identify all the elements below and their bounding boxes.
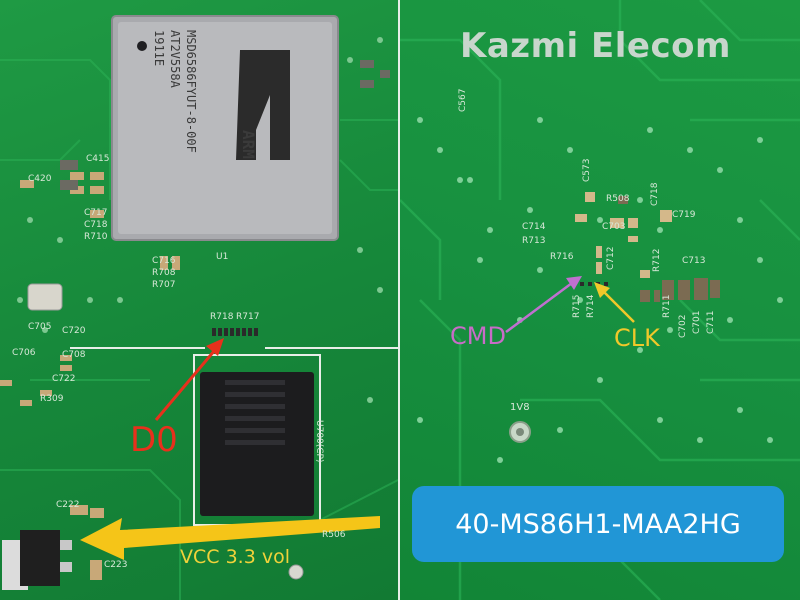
panel-divider xyxy=(398,0,400,600)
silk-r708: R708 xyxy=(152,268,176,278)
silk-c415: C415 xyxy=(86,154,110,164)
silk-c420: C420 xyxy=(28,174,52,184)
silk-c716: C716 xyxy=(152,256,176,266)
silk-c718: C718 xyxy=(84,220,108,230)
silk-r309: R309 xyxy=(40,394,64,404)
silk-c722: C722 xyxy=(52,374,76,384)
d0-label: D0 xyxy=(130,420,178,460)
silk-c717: C717 xyxy=(84,208,108,218)
silk-r711: R711 xyxy=(662,294,672,318)
silk-r717: R717 xyxy=(236,312,260,322)
right-pcb-artwork xyxy=(400,0,800,600)
silk-c701: C701 xyxy=(692,310,702,334)
silk-c222: C222 xyxy=(56,500,80,510)
silk-1v8: 1V8 xyxy=(510,402,530,413)
silk-r508: R508 xyxy=(606,194,630,204)
silk-r707: R707 xyxy=(152,280,176,290)
brand-watermark: Kazmi Elecom xyxy=(460,26,731,66)
silk-u1: U1 xyxy=(216,252,229,262)
silk-c703: C703 xyxy=(602,222,626,232)
silk-c223: C223 xyxy=(104,560,128,570)
silk-c573: C573 xyxy=(582,158,592,182)
silk-c714: C714 xyxy=(522,222,546,232)
silk-c711: C711 xyxy=(706,310,716,334)
soc-marking-line-1: MSD6586FYUT-8-00F xyxy=(184,30,198,153)
silk-r712: R712 xyxy=(652,248,662,272)
soc-brand-text: ARM xyxy=(239,130,258,159)
silk-c705: C705 xyxy=(28,322,52,332)
silk-r713: R713 xyxy=(522,236,546,246)
vcc-label: VCC 3.3 vol xyxy=(180,546,290,568)
silk-c712: C712 xyxy=(606,246,616,270)
silk-r710: R710 xyxy=(84,232,108,242)
silk-c713: C713 xyxy=(682,256,706,266)
silk-c720: C720 xyxy=(62,326,86,336)
silk-c708: C708 xyxy=(62,350,86,360)
silk-c718-right: C718 xyxy=(650,182,660,206)
clk-label: CLK xyxy=(614,324,660,352)
silk-r715: R715 xyxy=(572,294,582,318)
silk-r506: R506 xyxy=(322,530,346,540)
model-number-badge: 40-MS86H1-MAA2HG xyxy=(412,486,784,562)
silk-c702: C702 xyxy=(678,314,688,338)
silk-c567: C567 xyxy=(458,88,468,112)
cmd-label: CMD xyxy=(450,322,506,350)
silk-r714: R714 xyxy=(586,294,596,318)
silk-r718: R718 xyxy=(210,312,234,322)
silk-c719: C719 xyxy=(672,210,696,220)
left-pcb-artwork xyxy=(0,15,398,600)
silk-r716: R716 xyxy=(550,252,574,262)
soc-marking-line-2: AT2V558A xyxy=(168,30,182,88)
soc-marking-line-3: 1911E xyxy=(152,30,166,67)
silk-c706: C706 xyxy=(12,348,36,358)
silk-u700: U700(CP) xyxy=(314,420,324,463)
left-pcb-panel: MSD6586FYUT-8-00F AT2V558A 1911E ARM U1 … xyxy=(0,0,398,600)
